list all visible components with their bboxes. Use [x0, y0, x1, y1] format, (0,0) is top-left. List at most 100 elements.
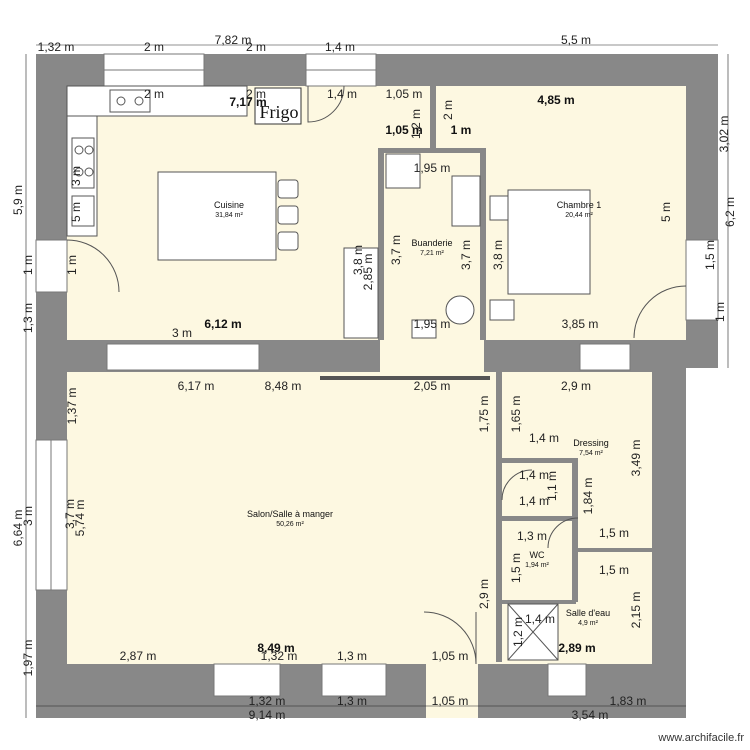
room-area-dressing: 7,54 m²	[579, 450, 603, 457]
dim-label: 1 m	[21, 255, 35, 275]
dim-label: 1,5 m	[599, 526, 629, 540]
room-name-cuisine: Cuisine	[214, 200, 244, 210]
dim-label: 1,05 m	[386, 87, 423, 101]
dim-label: 1 m	[451, 123, 472, 137]
room-name-sdeau: Salle d'eau	[566, 608, 610, 618]
dim-label: 8,48 m	[265, 379, 302, 393]
dim-label: 2,87 m	[120, 649, 157, 663]
kitchen-island	[157, 171, 277, 261]
dim-label: 1,95 m	[414, 317, 451, 331]
window	[321, 663, 387, 697]
dim-label: 3,7 m	[389, 235, 403, 265]
dim-label: 3,85 m	[562, 317, 599, 331]
dim-label: 3 m	[69, 166, 83, 186]
dim-label: 1,32 m	[261, 649, 298, 663]
dim-label: 5 m	[69, 202, 83, 222]
dim-label: 3 m	[172, 326, 192, 340]
room-area-chambre: 20,44 m²	[565, 212, 593, 219]
dim-label: 2 m	[144, 40, 164, 54]
dim-label: 1,84 m	[581, 478, 595, 515]
dim-label: 1,5 m	[599, 563, 629, 577]
dim-label: 1,3 m	[337, 694, 367, 708]
dim-label: 3,8 m	[351, 245, 365, 275]
dim-label: 3,02 m	[717, 116, 731, 153]
dim-label: 1,3 m	[517, 529, 547, 543]
dim-label: 1,37 m	[65, 388, 79, 425]
dim-label: 1,4 m	[325, 40, 355, 54]
dim-label: 7,17 m	[229, 95, 266, 109]
dim-label: 1,4 m	[525, 612, 555, 626]
dim-label: 6,64 m	[11, 510, 25, 547]
dim-label: 3,54 m	[572, 708, 609, 722]
wall-buanderie-left	[378, 148, 384, 340]
watermark: www.archifacile.fr	[658, 732, 744, 744]
dim-label: 9,14 m	[249, 708, 286, 722]
dim-label: 3,8 m	[491, 240, 505, 270]
window	[685, 239, 719, 321]
fridge	[254, 87, 302, 125]
dim-label: 2,9 m	[477, 579, 491, 609]
dim-label: 1,5 m	[703, 240, 717, 270]
dim-label: 1,95 m	[414, 161, 451, 175]
dim-label: 1,1 m	[545, 471, 559, 501]
dim-label: 5 m	[659, 202, 673, 222]
washing-machine	[445, 295, 475, 325]
window	[35, 239, 68, 293]
dim-label: 1,4 m	[519, 494, 549, 508]
dim-label: 1,65 m	[509, 396, 523, 433]
dim-label: 1,4 m	[327, 87, 357, 101]
dim-label: 3,49 m	[629, 440, 643, 477]
dim-label: 3,7 m	[459, 240, 473, 270]
dim-label: 7,82 m	[215, 33, 252, 47]
room-area-cuisine: 31,84 m²	[215, 212, 243, 219]
dim-label: 1,4 m	[519, 468, 549, 482]
dim-label: 2 m	[246, 87, 266, 101]
room-area-sdeau: 4,9 m²	[578, 620, 599, 627]
fridge-label: Frigo	[259, 102, 298, 122]
dim-label: 3,7 m	[63, 499, 77, 529]
room-name-salon: Salon/Salle à manger	[247, 509, 333, 519]
dim-label: 4,85 m	[537, 93, 574, 107]
dim-label: 1,5 m	[509, 553, 523, 583]
counter-top	[66, 85, 248, 117]
window	[213, 663, 281, 697]
dim-label: 1 m	[713, 302, 727, 322]
dim-label: 8,49 m	[257, 641, 294, 655]
dim-label: 6,17 m	[178, 379, 215, 393]
room-area-buanderie: 7,21 m²	[420, 250, 444, 257]
dim-label: 2,89 m	[558, 641, 595, 655]
room-area-wc: 1,94 m²	[525, 562, 549, 569]
dim-label: 2,85 m	[361, 254, 375, 291]
dim-label: 1,97 m	[21, 640, 35, 677]
dim-label: 2,15 m	[629, 592, 643, 629]
dim-label: 2,05 m	[414, 379, 451, 393]
dim-label: 1,4 m	[529, 431, 559, 445]
dim-label: 1,75 m	[477, 396, 491, 433]
dim-label: 6,2 m	[723, 197, 737, 227]
wall-buanderie-right	[480, 148, 486, 340]
dim-label: 2 m	[246, 40, 266, 54]
dim-label: 6,12 m	[204, 317, 241, 331]
room-name-chambre: Chambre 1	[557, 200, 602, 210]
dim-label: 1,83 m	[610, 694, 647, 708]
dim-label: 1,32 m	[38, 40, 75, 54]
dim-label: 1,3 m	[337, 649, 367, 663]
dim-label: 1,05 m	[432, 649, 469, 663]
dim-label: 1,05 m	[432, 694, 469, 708]
window	[547, 663, 587, 697]
dim-label: 1 m	[65, 255, 79, 275]
dim-label: 1,05 m	[385, 123, 422, 137]
dim-label: 3 m	[21, 506, 35, 526]
room-name-wc: WC	[530, 550, 545, 560]
bed	[507, 189, 591, 295]
dim-label: 1,3 m	[21, 303, 35, 333]
dim-label: 1,2 m	[511, 617, 525, 647]
room-name-buanderie: Buanderie	[411, 238, 452, 248]
dim-label: 5,74 m	[73, 500, 87, 537]
dim-label: 2,9 m	[561, 379, 591, 393]
dim-label: 5,9 m	[11, 185, 25, 215]
room-area-salon: 50,26 m²	[276, 521, 304, 528]
dim-label: 2 m	[441, 100, 455, 120]
door-swings	[66, 85, 687, 665]
